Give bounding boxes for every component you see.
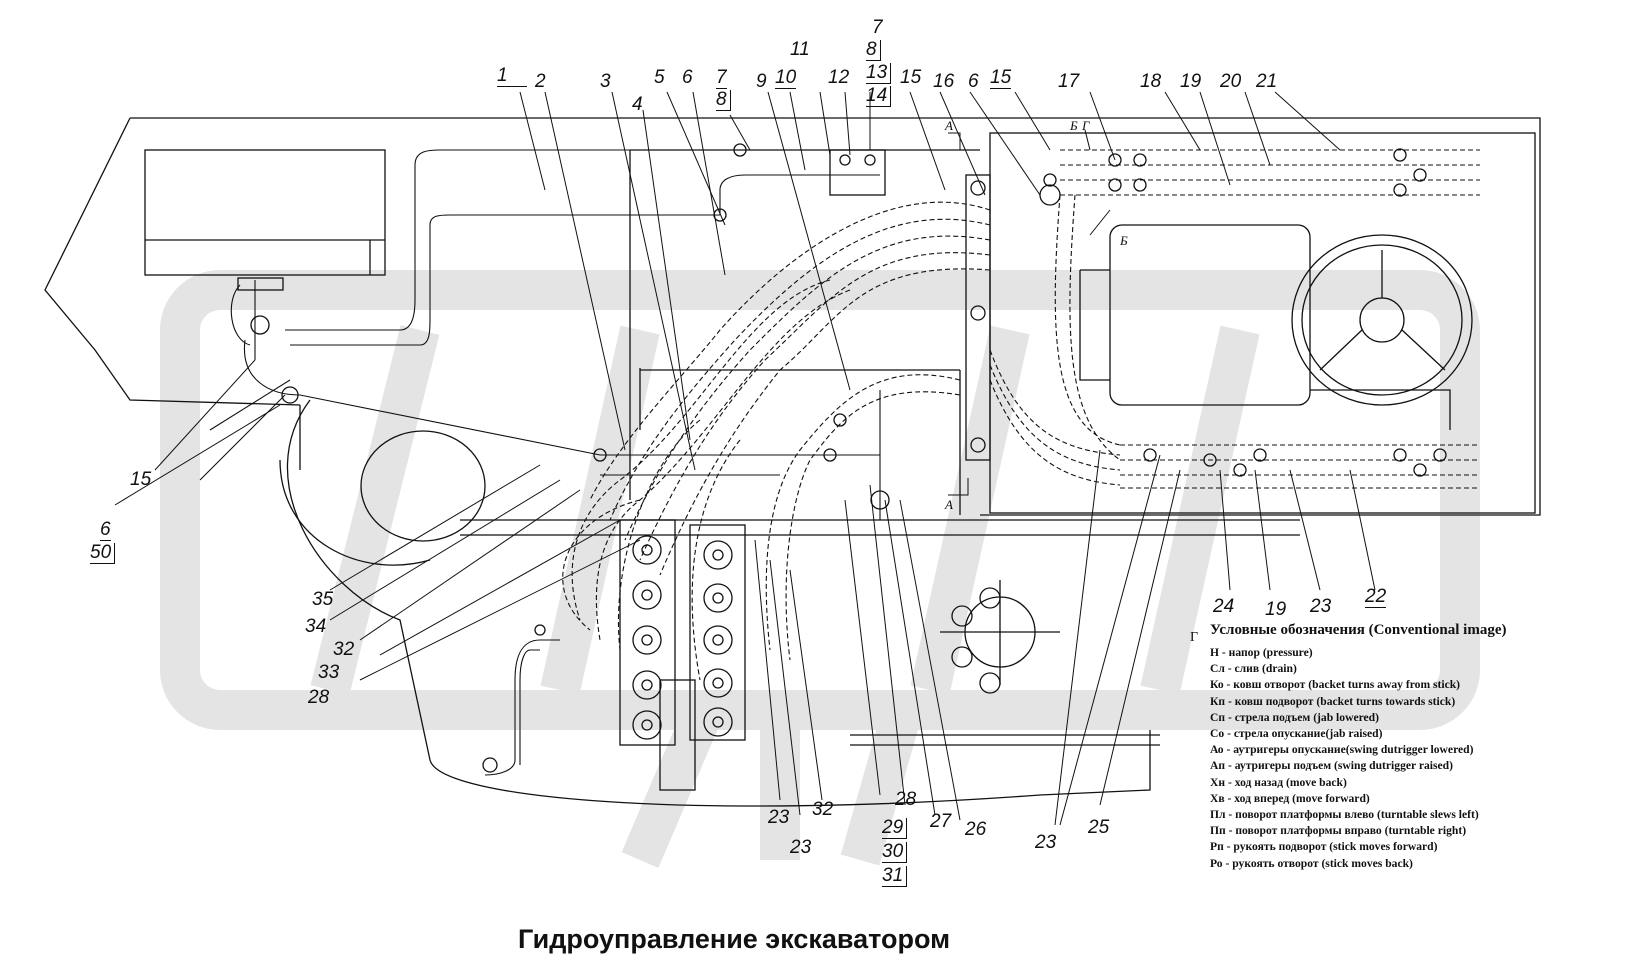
callout-21: 21	[1256, 71, 1278, 92]
callout-29: 29	[882, 818, 908, 839]
section-mark-g-top: Г	[1082, 118, 1090, 133]
callout-19-top: 19	[1180, 71, 1202, 92]
callout-12: 12	[828, 67, 850, 88]
legend-item-boom-up: Сп - стрела подъем (jab lowered)	[1210, 710, 1379, 724]
drawing-caption: Гидроуправление экскаватором	[518, 924, 951, 954]
section-mark-b-mid: Б	[1120, 233, 1128, 248]
callout-8-top: 8	[716, 90, 731, 111]
callout-15-top-left: 15	[900, 67, 922, 88]
legend-item-pressure: Н - напор (pressure)	[1210, 646, 1313, 659]
callout-20: 20	[1220, 71, 1242, 92]
callout-19-bottom: 19	[1265, 599, 1287, 620]
legend-item-stick-back: Ро - рукоять отворот (stick moves back)	[1210, 856, 1413, 870]
callout-3: 3	[600, 71, 611, 92]
callout-31: 31	[882, 866, 908, 887]
legend-item-drain: Сл - слив (drain)	[1210, 662, 1297, 676]
callout-26: 26	[965, 819, 987, 840]
callout-11: 11	[790, 39, 810, 60]
callout-8-stack: 8	[866, 40, 881, 61]
legend-item-bucket-away: Ко - ковш отворот (backet turns away fro…	[1210, 678, 1461, 692]
callout-23-bottom-2: 23	[790, 837, 812, 858]
callout-6-left: 6	[100, 519, 111, 541]
callout-32-left: 32	[333, 639, 355, 660]
legend-item-boom-down: Со - стрела опускание(jab raised)	[1210, 727, 1383, 741]
callout-30: 30	[882, 842, 908, 863]
legend-item-move-forward: Хв - ход вперед (move forward)	[1210, 791, 1370, 805]
callout-24: 24	[1213, 596, 1235, 617]
callout-28-left: 28	[308, 687, 330, 708]
callout-6-top-right: 6	[968, 71, 979, 92]
legend-item-outriggers-up: Ап - аутригеры подъем (swing dutrigger r…	[1210, 759, 1453, 773]
callout-13: 13	[866, 63, 892, 84]
callout-22: 22	[1365, 586, 1387, 608]
callout-16: 16	[933, 71, 955, 92]
callout-32-bottom: 32	[812, 799, 834, 820]
callout-50: 50	[90, 543, 116, 564]
callout-9: 9	[756, 71, 767, 92]
section-mark-g-legend: Г	[1190, 630, 1199, 645]
valve-blocks	[237, 143, 1447, 791]
legend-title: Условные обозначения (Conventional image…	[1210, 622, 1507, 638]
legend: Условные обозначения (Conventional image…	[1210, 622, 1590, 872]
callout-14: 14	[866, 86, 892, 107]
callout-17: 17	[1058, 71, 1080, 92]
section-mark-b-top: Б	[1070, 118, 1078, 133]
machine-outline	[44, 117, 1541, 807]
legend-item-outriggers-down: Ао - аутригеры опускание(swing dutrigger…	[1210, 743, 1474, 757]
callout-2: 2	[535, 71, 546, 92]
section-mark-a-top: A	[945, 118, 953, 133]
callout-23-bottom-1: 23	[768, 807, 790, 828]
legend-item-move-back: Хн - ход назад (move back)	[1210, 775, 1347, 789]
callout-1: 1	[497, 66, 527, 87]
watermark	[160, 270, 1480, 868]
callout-7-stack: 7	[872, 17, 883, 38]
callout-23-bottom-right: 23	[1035, 832, 1057, 853]
legend-item-stick-forward: Рп - рукоять подворот (stick moves forwa…	[1210, 840, 1438, 854]
callout-18: 18	[1140, 71, 1162, 92]
hose-bundles	[199, 149, 1480, 776]
legend-item-slew-left: Пл - поворот платформы влево (turntable …	[1210, 808, 1479, 822]
callout-10: 10	[775, 67, 797, 89]
legend-item-slew-right: Пп - поворот платформы вправо (turntable…	[1210, 824, 1467, 838]
section-mark-a-bottom: A	[945, 497, 953, 512]
callout-25: 25	[1088, 817, 1110, 838]
callout-33: 33	[318, 662, 340, 683]
callout-27: 27	[930, 811, 952, 832]
callout-7-top: 7	[716, 67, 727, 89]
callout-15-top-right: 15	[990, 67, 1012, 89]
callout-28-bottom: 28	[895, 789, 917, 810]
callout-23-right: 23	[1310, 596, 1332, 617]
callout-35: 35	[312, 589, 334, 610]
callout-34: 34	[305, 616, 327, 637]
leader-lines	[114, 91, 1376, 826]
callout-15-left: 15	[130, 469, 152, 490]
callout-4: 4	[632, 94, 643, 115]
callout-6-top-left: 6	[682, 67, 693, 88]
legend-list: Н - напор (pressure) Сл - слив (drain) К…	[1210, 645, 1590, 872]
callout-5: 5	[654, 67, 665, 88]
legend-item-bucket-towards: Кп - ковш подворот (backet turns towards…	[1210, 694, 1456, 708]
